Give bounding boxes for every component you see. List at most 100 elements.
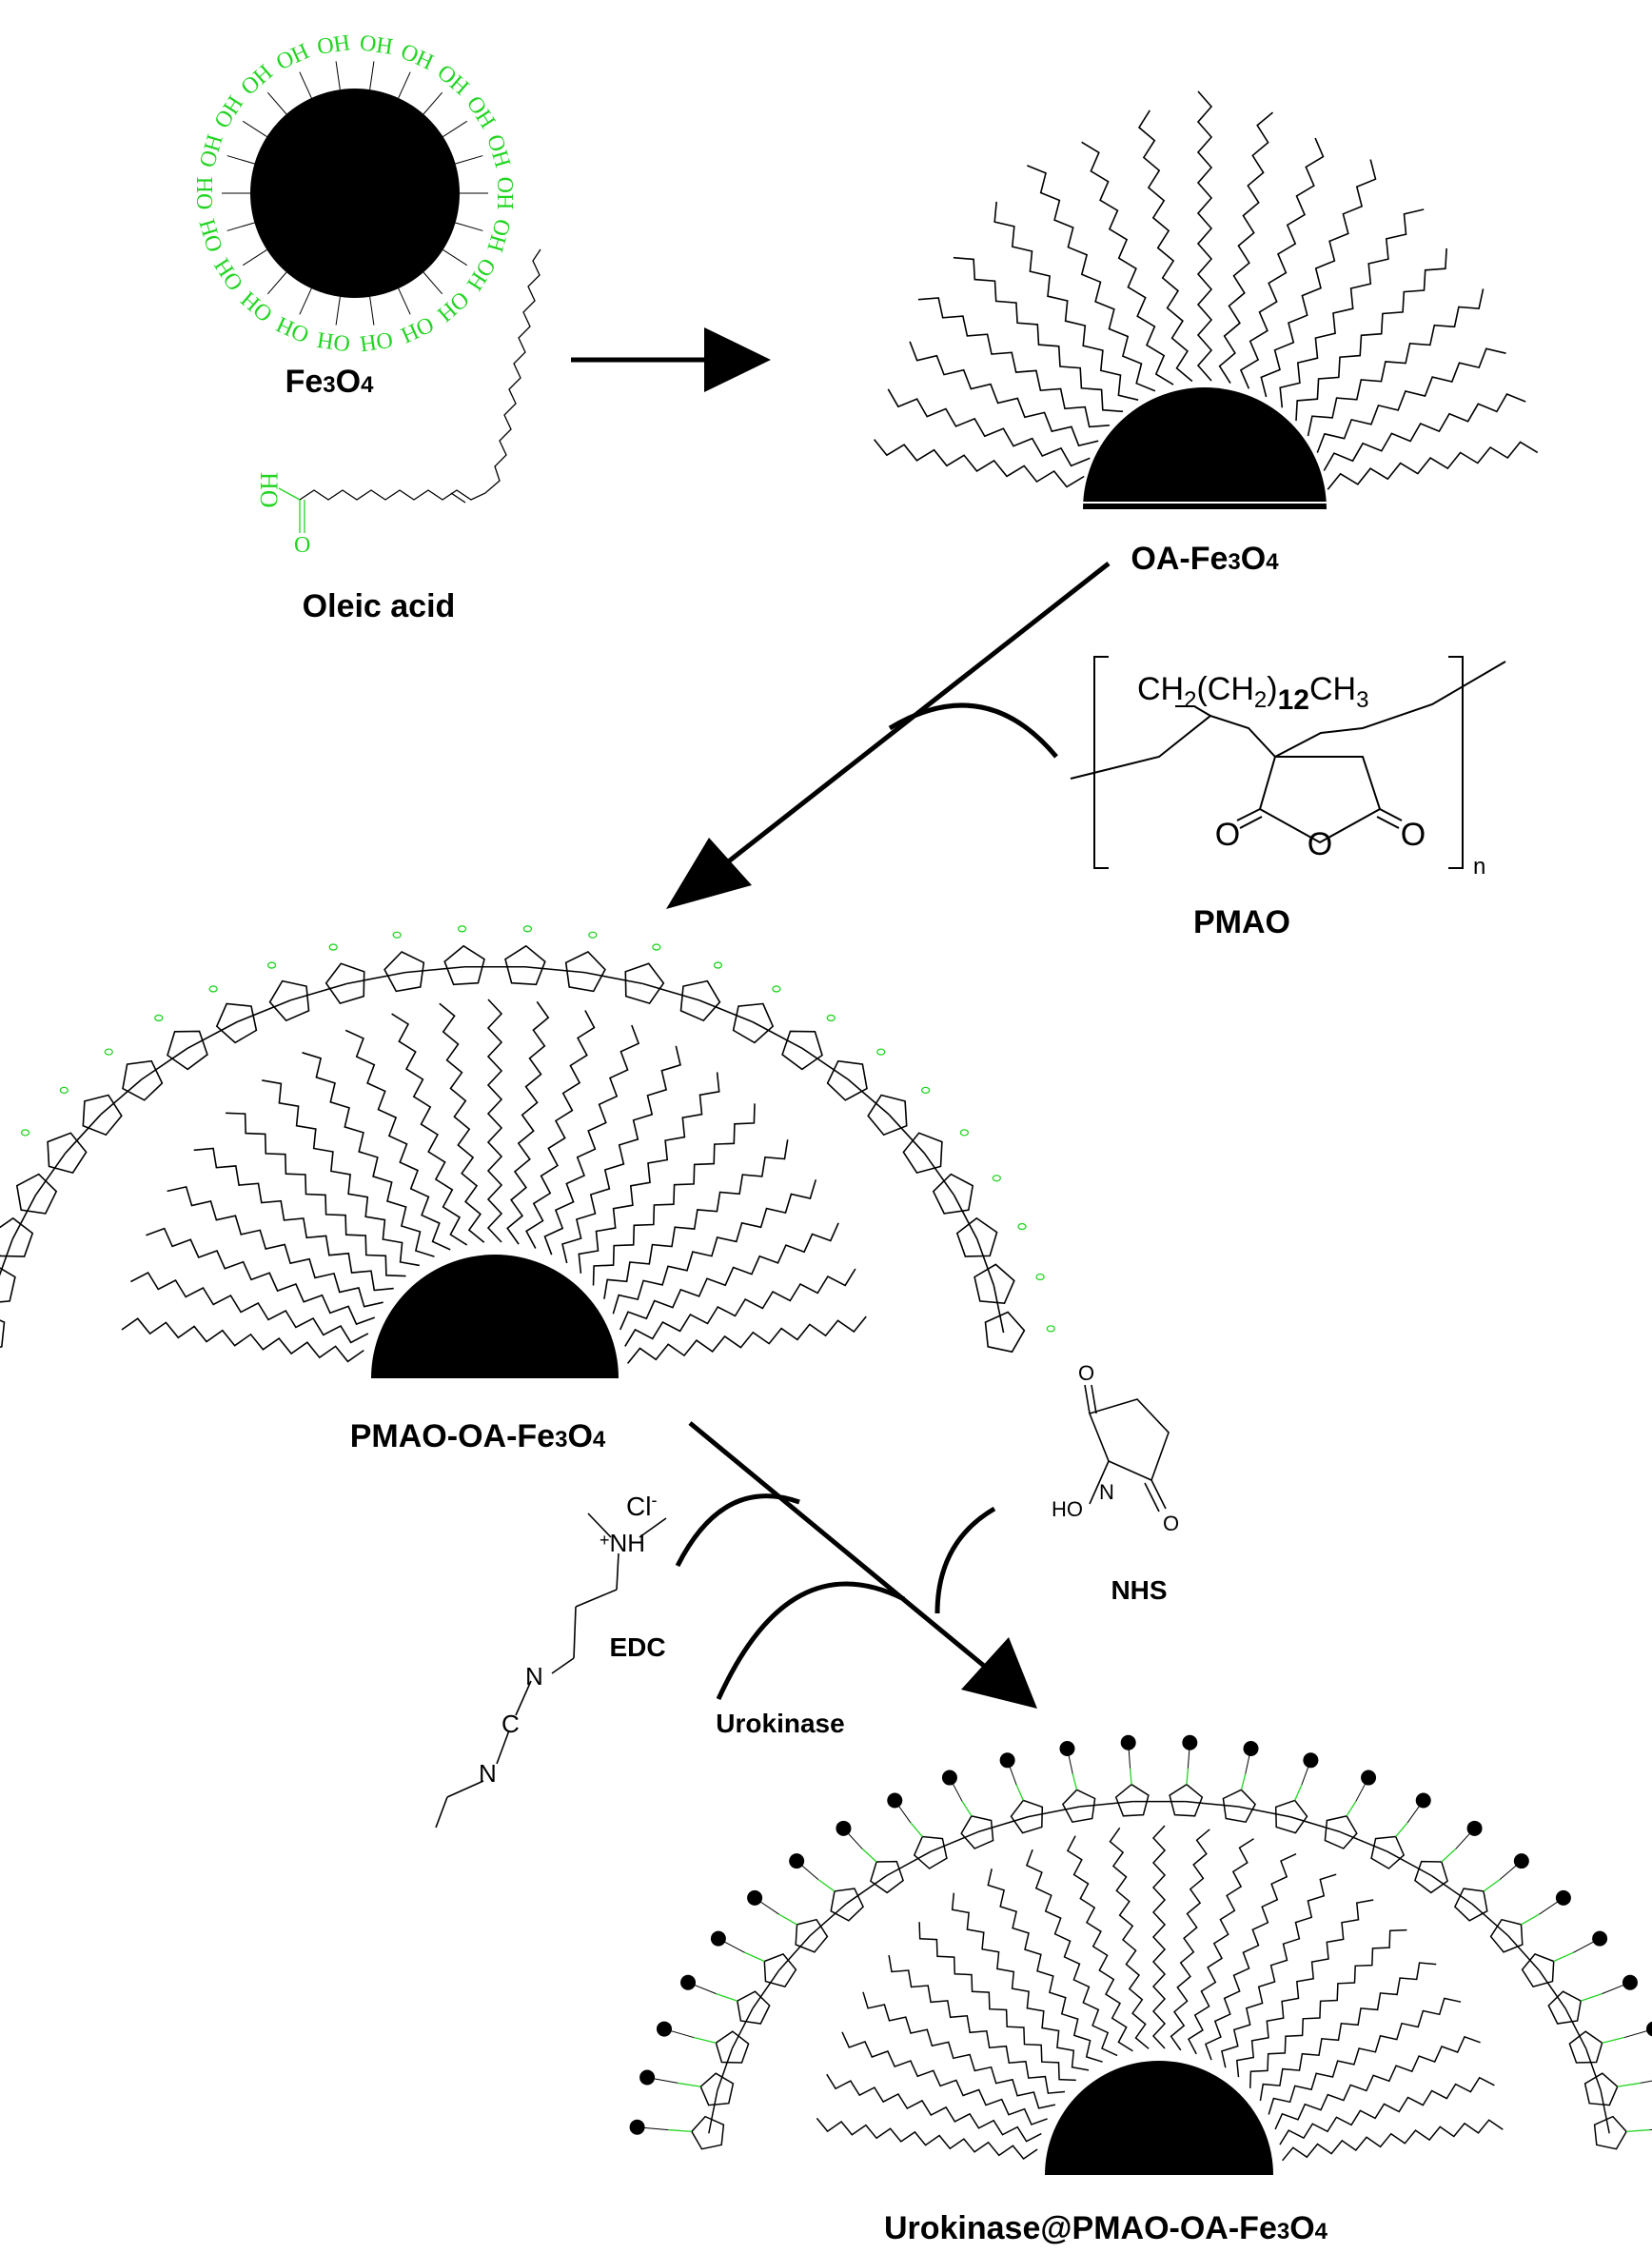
oleic-chain — [578, 1072, 720, 1274]
backbone-bond — [1386, 1850, 1432, 1877]
backbone-bond — [65, 1114, 102, 1155]
anhydride-ring — [624, 962, 665, 1005]
oleic-chain — [1282, 2119, 1504, 2162]
oh-bond — [226, 222, 255, 231]
oleic-chain — [1151, 1825, 1167, 2049]
oh-bond — [369, 61, 375, 90]
anhydride-ring — [974, 1263, 1015, 1305]
pmao-oa-fe3o4-label: PMAO-OA-Fe3O4 — [350, 1418, 606, 1454]
amide-link — [1521, 1913, 1540, 1926]
anhydride-ring — [795, 1918, 829, 1953]
oleic-chain — [1295, 247, 1447, 422]
urokinase-molecule — [1513, 1853, 1529, 1869]
anhydride-ring — [1489, 1918, 1524, 1953]
oleic-chain — [987, 1868, 1103, 2063]
oleic-chain — [993, 201, 1139, 401]
urokinase-molecule — [1555, 1889, 1571, 1906]
backbone-bond — [931, 1830, 979, 1852]
oleic-chain — [1025, 1849, 1118, 2057]
anhydride-ring — [15, 1173, 58, 1215]
oleic-chain — [1109, 1827, 1150, 2049]
backbone-bond — [1079, 1800, 1133, 1808]
carbonyl-o — [522, 925, 533, 933]
oleic-chain — [1259, 1962, 1437, 2102]
oleic-chain — [1307, 288, 1485, 437]
backbone-bond — [1584, 2047, 1602, 2091]
oh-bond — [242, 120, 267, 137]
urokinase-molecule — [941, 1770, 957, 1786]
oleic-chain — [1221, 1873, 1337, 2068]
amide-link — [910, 1822, 923, 1837]
backbone-bond — [752, 1969, 780, 2009]
backbone-bond — [993, 1285, 1005, 1334]
urokinase-molecule — [1120, 1734, 1136, 1750]
oh-bond — [423, 271, 443, 295]
hydroxyl-group: OH — [316, 326, 352, 356]
hydroxyl-group: OH — [273, 311, 313, 347]
hydroxyl-group: OH — [237, 286, 278, 326]
hydroxyl-group: OH — [193, 177, 218, 210]
oh-bond — [398, 71, 411, 99]
oleic-chain — [862, 1991, 1056, 2109]
oleic-chain — [262, 1079, 420, 1267]
backbone-bond — [1600, 2089, 1610, 2134]
anhydride-ring — [1593, 2115, 1628, 2150]
backbone-bond — [847, 1078, 890, 1116]
arrow-step-3 — [675, 1421, 1037, 1709]
oleic-chain — [918, 1922, 1076, 2082]
oleic-chain — [1170, 1829, 1210, 2051]
nhs-o-bottom: O — [1163, 1512, 1179, 1535]
oleic-chain — [1323, 392, 1526, 471]
anhydride-ring — [736, 1990, 771, 2025]
nhs-label: NHS — [1111, 1575, 1167, 1605]
urokinase-molecule — [629, 2119, 645, 2135]
backbone-bond — [731, 2007, 754, 2049]
anhydride-ring — [830, 1888, 865, 1922]
oleic-chain — [193, 1147, 394, 1292]
anhydride-ring — [122, 1059, 164, 1101]
anhydride-ring — [384, 951, 425, 993]
enzyme-tether — [1640, 2080, 1652, 2084]
pmao-o-left: O — [1215, 817, 1240, 853]
oleic-chain — [1279, 2076, 1495, 2145]
anhydride-ring — [826, 1059, 868, 1101]
amide-link — [1553, 1951, 1574, 1963]
urokinase-molecule — [1059, 1740, 1075, 1756]
backbone-bond — [698, 998, 753, 1023]
carbonyl-o — [876, 1048, 886, 1056]
anhydride-ring — [690, 2115, 725, 2150]
amide-link — [1294, 1784, 1303, 1801]
backbone-bond — [583, 971, 643, 985]
amide-link — [778, 1913, 797, 1926]
backbone-bond — [524, 965, 585, 974]
oa-fe3o4-label: OA-Fe3O4 — [1131, 541, 1279, 577]
carbonyl-o — [1035, 1273, 1045, 1281]
oleic-chain — [1066, 1835, 1133, 2052]
carbonyl-o — [1046, 1325, 1055, 1333]
carbonyl-o — [457, 925, 467, 933]
oleic-chain — [561, 1045, 681, 1264]
nhs-o-top: O — [1078, 1361, 1094, 1385]
anhydride-ring — [1010, 1799, 1044, 1834]
carbonyl-o — [1017, 1222, 1027, 1231]
anhydride-ring — [1169, 1783, 1204, 1817]
oleic-chain — [826, 2073, 1042, 2143]
urokinase-molecule — [1415, 1792, 1431, 1809]
anhydride-ring — [268, 979, 310, 1022]
oleic-chain — [592, 1103, 756, 1286]
backbone-bond — [0, 1238, 13, 1276]
pmao-label: PMAO — [1193, 904, 1290, 940]
backbone-bond — [976, 1238, 995, 1286]
oleic-chain — [624, 1268, 856, 1347]
carbonyl-o — [826, 1014, 836, 1022]
urokinase-molecule — [1622, 1974, 1638, 1990]
oleic-chain — [816, 2117, 1038, 2161]
pmao-o-mid: O — [1308, 826, 1332, 862]
backbone-bond — [1471, 1903, 1509, 1936]
oh-bond — [299, 287, 312, 315]
backbone-bond — [1507, 1934, 1541, 1971]
backbone-bond — [404, 965, 465, 974]
backbone-bond — [1185, 1800, 1239, 1808]
carbonyl-o — [208, 985, 218, 993]
